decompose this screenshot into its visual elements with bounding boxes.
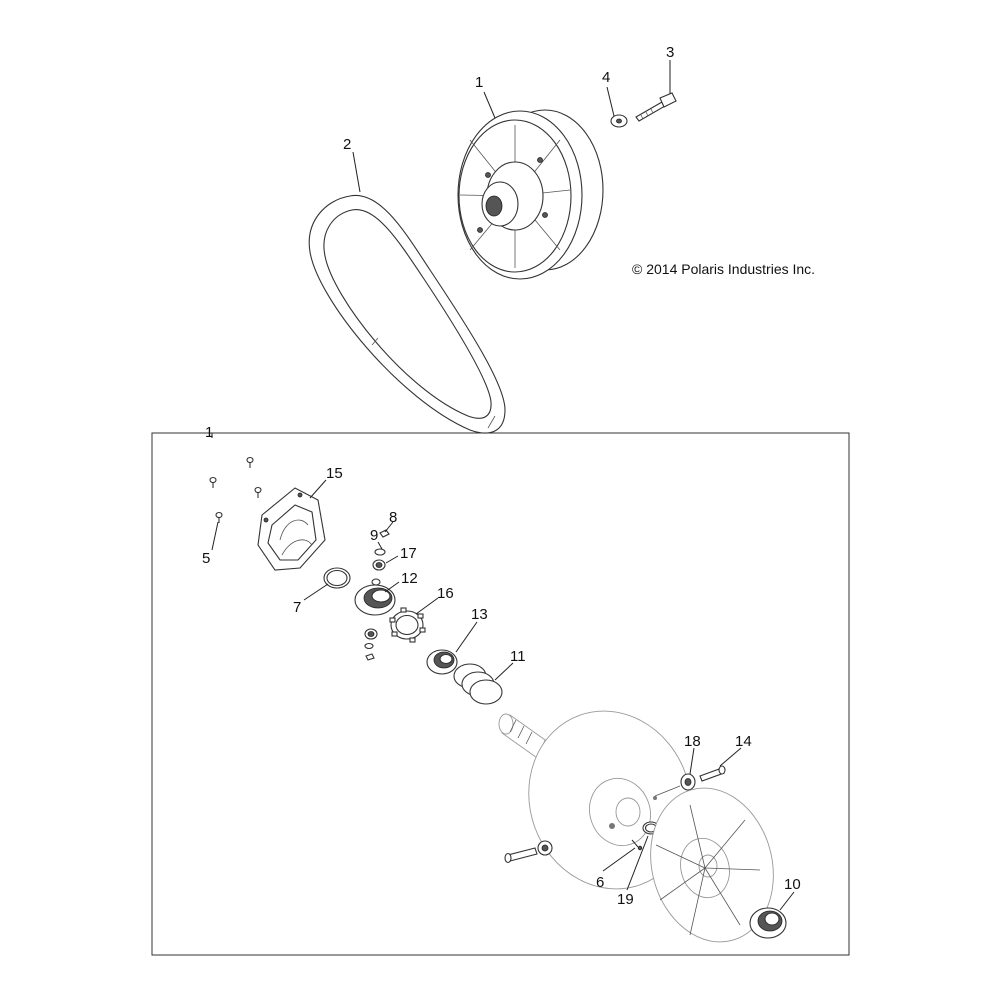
callout-15: 15 (326, 465, 343, 482)
callout-12: 12 (401, 570, 418, 587)
callout-13: 13 (471, 606, 488, 623)
roller-stack-lower (364, 628, 378, 661)
drive-belt (308, 194, 506, 434)
callout-8: 8 (389, 509, 397, 526)
callout-6: 6 (596, 874, 604, 891)
cam-ring (389, 607, 426, 643)
washer (610, 114, 628, 128)
callout-14: 14 (735, 733, 752, 750)
callout-10: 10 (784, 876, 801, 893)
callout-18: 18 (684, 733, 701, 750)
top-leaders (352, 60, 671, 193)
callout-5: 5 (202, 550, 210, 567)
roller-and-pin (654, 765, 726, 797)
driven-pulley (457, 109, 604, 280)
callout-2: 2 (343, 136, 351, 153)
spider-cover (257, 487, 326, 571)
roller-stack (371, 529, 390, 586)
callout-9: 9 (370, 527, 378, 544)
bearing (749, 907, 787, 939)
callout-17: 17 (400, 545, 417, 562)
bushing (426, 649, 458, 675)
snap-ring (323, 567, 351, 589)
bolt (635, 92, 677, 122)
callout-11: 11 (510, 648, 526, 665)
copyright-text: © 2014 Polaris Industries Inc. (632, 261, 815, 277)
small-pin (631, 839, 643, 851)
callout-16: 16 (437, 585, 454, 602)
callout-1-box: 1 (205, 424, 213, 441)
spider (354, 584, 396, 616)
callout-3: 3 (666, 44, 674, 61)
assembly-frame (151, 432, 850, 956)
callout-4: 4 (602, 69, 610, 86)
spring (453, 663, 503, 705)
callout-7: 7 (293, 599, 301, 616)
movable-sheave (650, 787, 774, 943)
assembly-leaders (211, 479, 795, 911)
roller-pin (504, 840, 553, 864)
callout-19: 19 (617, 891, 634, 908)
cover-screws (209, 456, 262, 523)
callout-1-top: 1 (475, 74, 483, 91)
